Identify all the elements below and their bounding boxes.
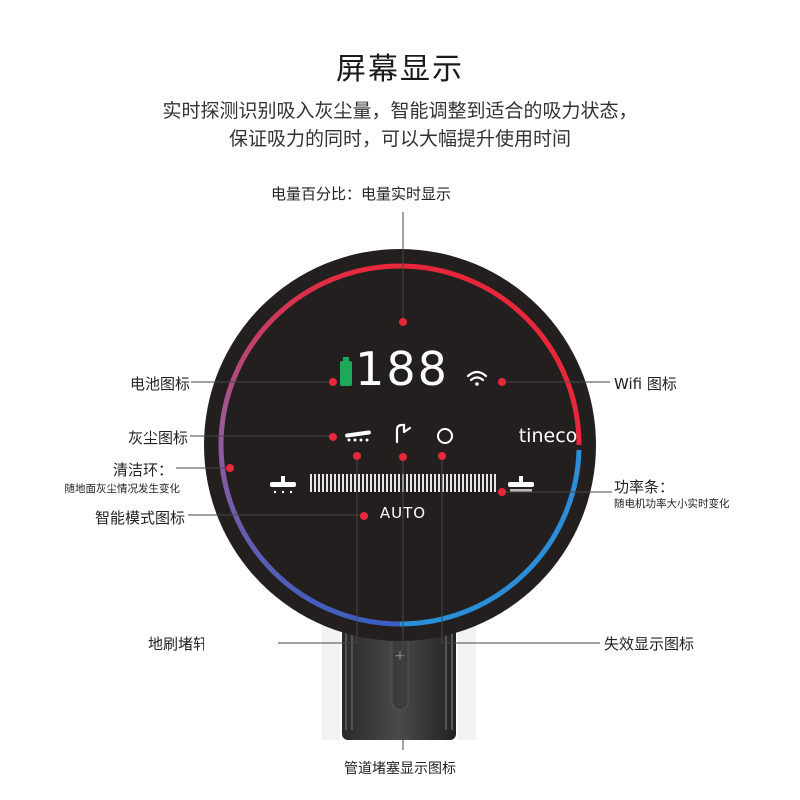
- callout-lines: [176, 212, 612, 750]
- power-bar-tick: [426, 474, 428, 492]
- clean-ring-right-red: [399, 263, 582, 446]
- handle-button: [391, 629, 409, 711]
- power-bar-tick: [322, 474, 324, 492]
- label-clean-ring: 清洁环：: [112, 461, 173, 479]
- power-bar-tick: [310, 474, 312, 492]
- battery-icon: [340, 357, 352, 386]
- power-bar-tick: [458, 474, 460, 492]
- power-bar-tick: [326, 474, 328, 492]
- page-title: 屏幕显示: [336, 52, 464, 87]
- power-bar-tick: [450, 474, 452, 492]
- clean-ring-right-blue: [399, 449, 582, 627]
- label-battery-percent: 电量百分比：电量实时显示: [271, 185, 452, 203]
- power-bar-tick: [350, 474, 352, 492]
- power-bar-tick: [354, 474, 356, 492]
- power-bar-tick: [346, 474, 348, 492]
- power-bar-tick: [414, 474, 416, 492]
- brand-logo: tineco: [519, 425, 578, 447]
- power-bar-tick: [358, 474, 360, 492]
- label-smart-mode-icon: 智能模式图标: [94, 509, 185, 527]
- power-bar-tick: [462, 474, 464, 492]
- power-bar-tick: [394, 474, 396, 492]
- wifi-icon: [466, 370, 488, 382]
- power-bar-tick: [466, 474, 468, 492]
- label-battery-icon: 电池图标: [129, 375, 190, 393]
- power-bar-tick: [490, 474, 492, 492]
- power-bar-tick: [418, 474, 420, 492]
- power-bar-tick: [482, 474, 484, 492]
- power-bar-tick: [338, 474, 340, 492]
- power-bar-tick: [386, 474, 388, 492]
- clean-ring-left: [218, 263, 401, 627]
- power-bar-tick: [410, 474, 412, 492]
- power-bar-tick: [342, 474, 344, 492]
- callout-dots: [226, 318, 506, 520]
- floor-brush-icon: [270, 476, 296, 494]
- power-bar-tick: [422, 474, 424, 492]
- power-bar-tick: [382, 474, 384, 492]
- power-bar-tick: [486, 474, 488, 492]
- label-pipe-clog: 管道堵塞显示图标: [344, 761, 456, 777]
- power-bar-tick: [378, 474, 380, 492]
- floor-brush-suction-icon: [508, 476, 534, 492]
- power-bar-tick: [334, 474, 336, 492]
- power-bar-tick: [446, 474, 448, 492]
- power-bar-tick: [314, 474, 316, 492]
- svg-text:+: +: [394, 648, 406, 664]
- battery-percent-digits: 188: [355, 342, 449, 396]
- label-power-bar-desc: 随电机功率大小实时变化: [614, 498, 730, 510]
- circle-icon: [437, 428, 453, 444]
- power-bar-tick: [454, 474, 456, 492]
- label-fail-display: 失效显示图标: [604, 635, 695, 653]
- dust-icon: [345, 430, 371, 442]
- label-brush-clog: 地刷堵轩: [148, 635, 204, 653]
- power-bar-tick: [370, 474, 372, 492]
- pipe-icon: [395, 423, 412, 444]
- power-bar-tick: [442, 474, 444, 492]
- power-bar-tick: [494, 474, 496, 492]
- label-wifi-icon: Wifi 图标: [614, 375, 677, 393]
- power-bar-tick: [430, 474, 432, 492]
- subtitle-line-1: 实时探测识别吸入灰尘量，智能调整到适合的吸力状态，: [162, 100, 638, 122]
- label-dust-icon: 灰尘图标: [127, 429, 188, 447]
- power-bar-tick: [474, 474, 476, 492]
- power-bar-tick: [390, 474, 392, 492]
- power-bar-tick: [478, 474, 480, 492]
- power-bar: [310, 474, 496, 492]
- power-bar-tick: [330, 474, 332, 492]
- power-bar-tick: [374, 474, 376, 492]
- power-bar-tick: [406, 474, 408, 492]
- power-bar-tick: [362, 474, 364, 492]
- label-clean-ring-desc: 随地面灰尘情况发生变化: [64, 483, 181, 495]
- power-bar-tick: [318, 474, 320, 492]
- power-bar-tick: [438, 474, 440, 492]
- power-bar-tick: [470, 474, 472, 492]
- power-bar-tick: [366, 474, 368, 492]
- power-bar-tick: [434, 474, 436, 492]
- subtitle-line-2: 保证吸力的同时，可以大幅提升使用时间: [228, 128, 571, 150]
- display-face: [204, 249, 596, 641]
- label-power-bar: 功率条：: [614, 478, 675, 496]
- power-bar-tick: [398, 474, 400, 492]
